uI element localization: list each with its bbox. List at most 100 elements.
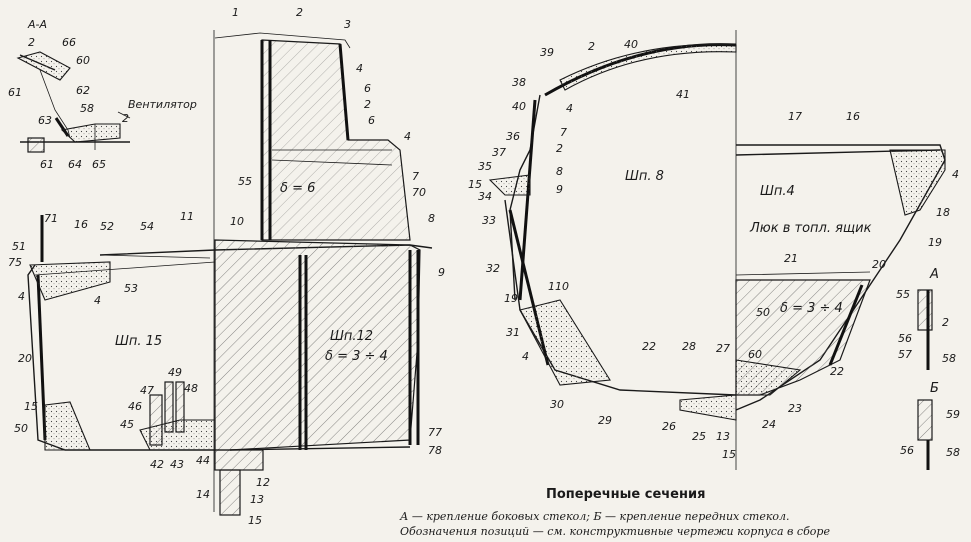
label-delta-12: δ = 3 ÷ 4	[325, 349, 388, 364]
position-number: 6	[364, 82, 371, 95]
position-number: 61	[8, 86, 22, 99]
position-number: 19	[928, 236, 942, 249]
position-number: 2	[296, 6, 303, 19]
position-number: 4	[566, 102, 573, 115]
position-number: 2	[122, 112, 129, 125]
position-number: 4	[356, 62, 363, 75]
position-number: 20	[872, 258, 886, 271]
position-number: 1	[232, 6, 239, 19]
position-number: 15	[24, 400, 38, 413]
position-number: 2	[588, 40, 595, 53]
position-number: 40	[624, 38, 638, 51]
position-number: 33	[482, 214, 496, 227]
position-number: 2	[556, 142, 563, 155]
position-number: 50	[14, 422, 28, 435]
position-number: 60	[748, 348, 762, 361]
label-detail-a: А	[929, 267, 939, 282]
position-number: 13	[716, 430, 730, 443]
position-number: 60	[76, 54, 90, 67]
position-number: 4	[952, 168, 959, 181]
position-number: 61	[40, 158, 54, 171]
position-number: 52	[100, 220, 114, 233]
position-number: 55	[238, 175, 252, 188]
position-number: 50	[756, 306, 770, 319]
position-number: 2	[28, 36, 35, 49]
position-number: 30	[550, 398, 564, 411]
position-number: 34	[478, 190, 492, 203]
position-number: 24	[762, 418, 776, 431]
position-number: 56	[898, 332, 912, 345]
position-number: 8	[556, 165, 563, 178]
caption-line-2: Обозначения позиций — см. конструктивные…	[400, 525, 830, 538]
section-frame-8-4	[488, 30, 946, 470]
position-number: 6	[368, 114, 375, 127]
position-number: 77	[428, 426, 442, 439]
label-sp12: Шп.12	[330, 329, 373, 344]
position-number: 28	[682, 340, 696, 353]
position-number: 63	[38, 114, 52, 127]
position-number: 20	[18, 352, 32, 365]
position-number: 26	[662, 420, 676, 433]
position-number: 45	[120, 418, 134, 431]
position-number: 39	[540, 46, 554, 59]
position-number: 41	[676, 88, 690, 101]
position-number: 29	[598, 414, 612, 427]
position-number: 31	[506, 326, 520, 339]
position-number: 15	[722, 448, 736, 461]
position-number: 32	[486, 262, 500, 275]
label-sp8: Шп. 8	[625, 169, 664, 184]
position-number: 4	[404, 130, 411, 143]
position-number: 58	[80, 102, 94, 115]
position-number: 14	[196, 488, 210, 501]
position-number: 4	[18, 290, 25, 303]
position-number: 10	[230, 215, 244, 228]
position-number: 37	[492, 146, 506, 159]
position-number: 15	[468, 178, 482, 191]
position-number: 9	[556, 183, 563, 196]
label-delta-34: δ = 3 ÷ 4	[780, 301, 843, 316]
caption-line-1: А — крепление боковых стекол; Б — крепле…	[399, 510, 790, 523]
position-number: 22	[642, 340, 656, 353]
position-number: 51	[12, 240, 26, 253]
label-hatch: Люк в топл. ящик	[749, 221, 872, 236]
position-number: 15	[248, 514, 262, 527]
position-number: 38	[512, 76, 526, 89]
position-number: 46	[128, 400, 142, 413]
label-delta-6: δ = 6	[280, 181, 315, 196]
position-number: 9	[438, 266, 445, 279]
position-number: 13	[250, 493, 264, 506]
position-number: 56	[900, 444, 914, 457]
position-number: 25	[692, 430, 706, 443]
section-aa-detail	[16, 51, 131, 153]
section-frame-12	[27, 30, 433, 516]
position-number: 110	[548, 280, 569, 293]
position-number: 17	[788, 110, 802, 123]
position-number: 18	[936, 206, 950, 219]
position-number: 44	[196, 454, 210, 467]
position-number: 78	[428, 444, 442, 457]
label-detail-b: Б	[930, 381, 939, 396]
position-number: 58	[942, 352, 956, 365]
position-number: 48	[184, 382, 198, 395]
position-number: 75	[8, 256, 22, 269]
position-number: 36	[506, 130, 520, 143]
position-number: 54	[140, 220, 154, 233]
position-number: 43	[170, 458, 184, 471]
position-number: 40	[512, 100, 526, 113]
position-number: 2	[942, 316, 949, 329]
labels: А-А Вентилятор Шп. 15 Шп.12 δ = 3 ÷ 4 δ …	[8, 6, 960, 527]
position-number: 55	[896, 288, 910, 301]
position-number: 64	[68, 158, 82, 171]
position-number: 4	[522, 350, 529, 363]
position-number: 42	[150, 458, 164, 471]
position-number: 3	[344, 18, 351, 31]
position-number: 21	[784, 252, 798, 265]
position-number: 7	[412, 170, 419, 183]
caption-title: Поперечные сечения	[546, 487, 705, 502]
position-number: 2	[364, 98, 371, 111]
position-number: 35	[478, 160, 492, 173]
position-number: 19	[504, 292, 518, 305]
position-number: 16	[74, 218, 88, 231]
label-ventilator: Вентилятор	[128, 98, 197, 111]
position-number: 12	[256, 476, 270, 489]
